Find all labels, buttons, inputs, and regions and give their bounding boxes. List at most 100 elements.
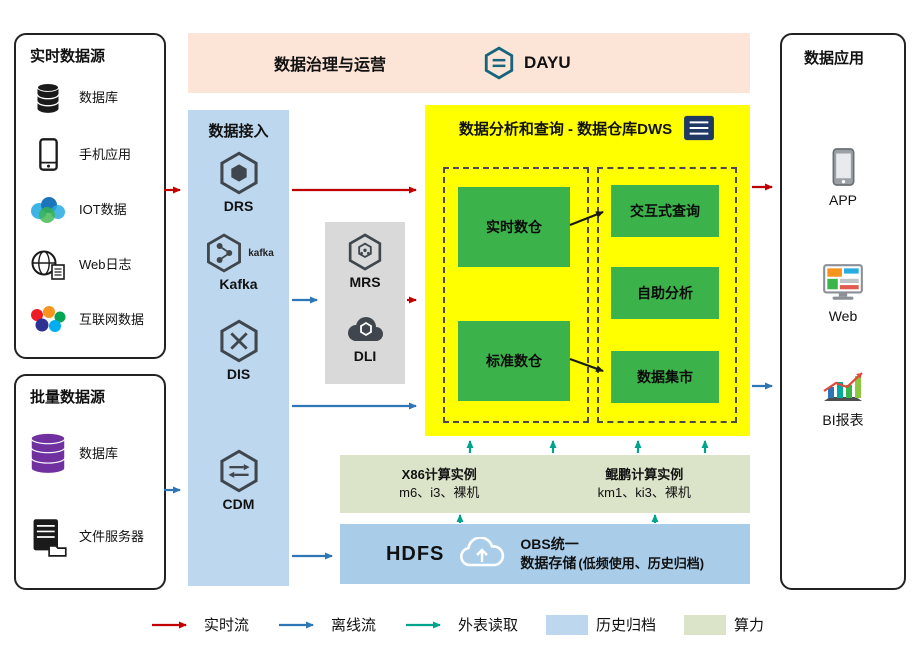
archive-swatch (546, 614, 588, 635)
kunpeng-compute-group: 鲲鹏计算实例 km1、ki3、裸机 (598, 466, 691, 501)
service-cdm: CDM (188, 448, 289, 512)
application-label: Web (828, 308, 858, 324)
app-item: Web (782, 263, 904, 324)
dws-header: 数据分析和查询 - 数据仓库DWS (425, 105, 750, 142)
list-item: 数据库 (24, 432, 160, 476)
web-dashboard-icon (782, 263, 904, 303)
realtime-warehouse-box: 实时数仓 (458, 187, 570, 267)
list-item: IOT数据 (24, 195, 160, 225)
mobile-icon (24, 138, 72, 171)
compute-swatch (684, 614, 727, 635)
bi-chart-icon (782, 367, 904, 405)
storage-panel: HDFS OBS统一 数据存储(低频使用、历史归档) (340, 524, 750, 584)
service-mrs: MRS (325, 232, 405, 290)
source-label: 手机应用 (79, 146, 132, 162)
list-item: Web日志 (24, 249, 160, 281)
legend-label: 离线流 (330, 617, 376, 634)
external-read-arrow-icon (405, 621, 441, 628)
realtime-arrow-icon (151, 621, 187, 628)
dli-cloud-icon (348, 317, 383, 341)
realtime-sources-panel: 实时数据源 数据库 (14, 33, 166, 359)
applications-panel: 数据应用 APP (780, 33, 906, 590)
service-label: MRS (349, 274, 381, 290)
source-label: IOT数据 (79, 202, 127, 218)
interactive-query-box: 交互式查询 (611, 185, 719, 237)
mrs-hexagon-icon (348, 233, 382, 271)
source-label: 互联网数据 (79, 312, 145, 328)
applications-title: 数据应用 (804, 50, 865, 67)
legend-item-realtime: 实时流 (150, 614, 249, 635)
source-label: 文件服务器 (79, 529, 145, 545)
database-icon (24, 82, 72, 114)
database-stack-icon (24, 432, 72, 476)
kunpeng-compute-title: 鲲鹏计算实例 (605, 467, 684, 483)
obs-line1: OBS统一 (520, 536, 579, 553)
legend-label: 历史归档 (596, 617, 657, 634)
dayu-hexagon-icon (484, 46, 514, 80)
source-label: 数据库 (79, 90, 119, 106)
standard-warehouse-box: 标准数仓 (458, 321, 570, 401)
data-ingestion-panel: 数据接入 DRS kafka Kafka (188, 110, 289, 586)
dayu-logo: DAYU (482, 45, 571, 81)
app-phone-icon (782, 147, 904, 187)
service-label: DIS (226, 366, 251, 382)
service-label: DRS (223, 198, 254, 214)
x86-compute-group: X86计算实例 m6、i3、裸机 (399, 466, 479, 501)
realtime-sources-list: 数据库 手机应用 (16, 66, 164, 357)
offline-arrow-icon (278, 621, 314, 628)
app-item: APP (782, 147, 904, 208)
legend: 实时流 离线流 外表读取 历史归档 算力 (0, 614, 914, 635)
hdfs-label: HDFS (385, 542, 445, 565)
file-server-icon (24, 517, 72, 557)
source-label: 数据库 (79, 445, 119, 461)
application-label: BI报表 (822, 412, 864, 428)
legend-item-external-read: 外表读取 (404, 614, 518, 635)
compute-instances-panel: X86计算实例 m6、i3、裸机 鲲鹏计算实例 km1、ki3、裸机 (340, 455, 750, 513)
service-drs: DRS (188, 150, 289, 214)
data-mart-box: 数据集市 (611, 351, 719, 403)
dws-title: 数据分析和查询 - 数据仓库DWS (458, 120, 673, 138)
weblog-icon (24, 249, 72, 281)
list-item: 文件服务器 (24, 517, 160, 557)
service-label: Kafka (219, 276, 258, 292)
legend-item-archive: 历史归档 (546, 614, 656, 635)
governance-banner: 数据治理与运营 DAYU (188, 33, 750, 93)
x86-compute-subtitle: m6、i3、裸机 (399, 485, 480, 500)
self-service-analysis-box: 自助分析 (611, 267, 719, 319)
iot-icon (24, 195, 72, 225)
drs-hexagon-icon (219, 151, 258, 195)
list-item: 互联网数据 (24, 305, 160, 335)
source-label: Web日志 (79, 257, 132, 273)
application-label: APP (828, 192, 857, 208)
legend-item-compute: 算力 (684, 614, 764, 635)
governance-title: 数据治理与运营 (274, 57, 387, 74)
obs-text: OBS统一 数据存储(低频使用、历史归档) (520, 535, 704, 573)
service-label: DLI (353, 348, 377, 364)
processing-panel: MRS DLI (325, 222, 405, 384)
obs-line2: 数据存储 (520, 555, 577, 571)
data-ingestion-title: 数据接入 (208, 123, 269, 140)
legend-label: 实时流 (203, 617, 249, 634)
service-label: CDM (222, 496, 255, 512)
app-item: BI报表 (782, 367, 904, 430)
legend-item-offline: 离线流 (277, 614, 376, 635)
legend-label: 外表读取 (457, 617, 518, 634)
dayu-label: DAYU (524, 53, 571, 72)
list-item: 手机应用 (24, 138, 160, 171)
batch-sources-list: 数据库 文件服务器 (16, 407, 164, 588)
obs-note: (低频使用、历史归档) (578, 556, 705, 571)
dws-warehouse-group: 实时数仓 标准数仓 (443, 167, 589, 423)
service-dis: DIS (188, 318, 289, 382)
legend-label: 算力 (734, 617, 765, 634)
batch-sources-panel: 批量数据源 数据库 (14, 374, 166, 590)
cdm-hexagon-icon (219, 449, 258, 493)
internet-data-icon (24, 305, 72, 335)
dws-document-icon (684, 115, 715, 141)
kunpeng-compute-subtitle: km1、ki3、裸机 (597, 485, 691, 500)
obs-cloud-icon (460, 537, 505, 567)
list-item: 数据库 (24, 82, 160, 114)
service-dli: DLI (325, 310, 405, 364)
service-kafka: kafka Kafka (188, 232, 289, 292)
realtime-sources-title: 实时数据源 (30, 48, 106, 65)
